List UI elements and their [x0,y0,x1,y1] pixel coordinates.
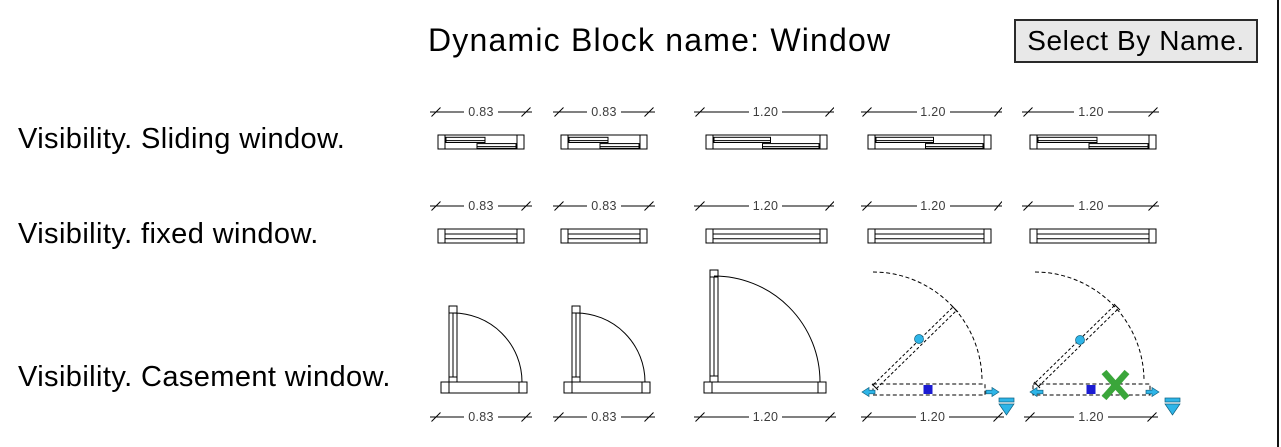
fixed-window-block-1[interactable]: 0.83 [430,193,532,249]
dimension-value: 1.20 [920,105,946,119]
dimension-annotation: 0.83 [430,199,532,213]
flip-arrow-grip-right[interactable] [1145,386,1160,398]
dimension-value: 1.20 [753,410,779,424]
dimension-value: 1.20 [753,105,779,119]
stretch-square-grip[interactable] [1086,385,1096,394]
swing-arc [575,312,646,383]
casement-window-symbol [440,305,528,394]
dimension-annotation: 1.20 [861,105,1002,119]
dimension-annotation: 1.20 [1022,199,1159,213]
fixed-window-block-2[interactable]: 0.83 [553,193,655,249]
fixed-window-symbol [705,228,828,244]
row-label-fixed-window: Visibility. fixed window. [18,218,319,250]
sliding-window-block-3[interactable]: 1.20 [694,99,834,155]
sliding-window-block-5[interactable]: 1.20 [1022,99,1160,155]
swing-arc [452,312,523,383]
dimension-value: 1.20 [753,199,779,213]
dimension-annotation: 1.20 [694,105,834,119]
dimension-value: 1.20 [920,410,946,424]
sliding-window-symbol [1029,134,1157,150]
flip-arrow-grip-right[interactable] [985,386,1000,398]
select-by-name-button[interactable]: Select By Name. [1014,19,1258,63]
stretch-square-grip[interactable] [923,385,933,394]
fixed-window-symbol [1029,228,1157,244]
sill [703,381,827,394]
sliding-window-block-1[interactable]: 0.83 [430,99,532,155]
swing-arc [713,275,821,383]
dimension-annotation: 0.83 [430,410,532,424]
sash-rail-dashed [876,310,957,389]
dimension-value: 1.20 [1078,199,1104,213]
casement-window-block-5-selected[interactable]: 1.20 [1022,262,1182,432]
flip-arrow-grip-left[interactable] [861,386,876,398]
sill [440,381,528,394]
visibility-state-grip[interactable] [1164,397,1181,416]
selected-casement-geometry [1032,271,1151,396]
dimension-annotation: 1.20 [1022,105,1159,119]
dimension-annotation: 1.20 [1024,410,1158,424]
casement-window-symbol [563,305,651,394]
dimension-annotation: 1.20 [694,199,834,213]
dimension-annotation: 1.20 [861,410,1004,424]
sliding-window-block-2[interactable]: 0.83 [553,99,655,155]
sash-rail-dashed [1035,304,1116,383]
dimension-tick [431,107,441,117]
dimension-value: 0.83 [591,105,617,119]
dimension-annotation: 0.83 [430,105,532,119]
right-border-line [1277,0,1279,447]
dimension-value: 0.83 [591,410,617,424]
selected-casement-geometry [871,271,986,396]
rotate-circle-grip[interactable] [914,334,924,344]
row-label-casement-window: Visibility. Casement window. [18,361,391,393]
dimension-annotation: 0.83 [553,105,655,119]
sliding-window-block-4[interactable]: 1.20 [860,99,1002,155]
sill [563,381,651,394]
dimension-value: 0.83 [591,199,617,213]
sill-dashed [872,383,986,396]
rotate-circle-grip[interactable] [1075,335,1085,345]
dimension-value: 1.20 [1078,410,1104,424]
dimension-annotation: 0.83 [553,410,655,424]
row-label-sliding-window: Visibility. Sliding window. [18,123,346,155]
dimension-tick [521,107,531,117]
dimension-annotation: 1.20 [694,410,836,424]
fixed-window-symbol [867,228,992,244]
casement-window-block-4-selected[interactable]: 1.20 [858,262,1018,432]
casement-window-block-2[interactable]: 0.83 [553,262,659,432]
dimension-annotation: 1.20 [861,199,1002,213]
dimension-value: 1.20 [1078,105,1104,119]
casement-window-block-1[interactable]: 0.83 [430,262,536,432]
dimension-annotation: 0.83 [553,199,655,213]
swing-arc-dashed [1034,271,1145,382]
fixed-window-symbol [437,228,525,244]
fixed-window-block-5[interactable]: 1.20 [1022,193,1160,249]
page-title: Dynamic Block name: Window [428,22,892,58]
dimension-value: 1.20 [920,199,946,213]
fixed-window-block-4[interactable]: 1.20 [860,193,1002,249]
sliding-window-symbol [867,134,992,150]
casement-window-symbol [703,269,827,394]
fixed-window-block-3[interactable]: 1.20 [694,193,834,249]
flip-arrow-grip-left[interactable] [1029,386,1044,398]
sliding-window-symbol [560,134,648,150]
sliding-window-symbol [437,134,525,150]
sill-dashed [1032,383,1151,396]
dimension-value: 0.83 [468,410,494,424]
x-marker [1101,369,1130,401]
fixed-window-symbol [560,228,648,244]
visibility-state-grip[interactable] [998,397,1015,416]
sash-rail-dashed [1038,308,1119,387]
dimension-value: 0.83 [468,105,494,119]
sash-rail-dashed [873,306,954,385]
dimension-value: 0.83 [468,199,494,213]
sliding-window-symbol [705,134,828,150]
casement-window-block-3[interactable]: 1.20 [694,262,840,432]
swing-arc-dashed [872,271,983,382]
